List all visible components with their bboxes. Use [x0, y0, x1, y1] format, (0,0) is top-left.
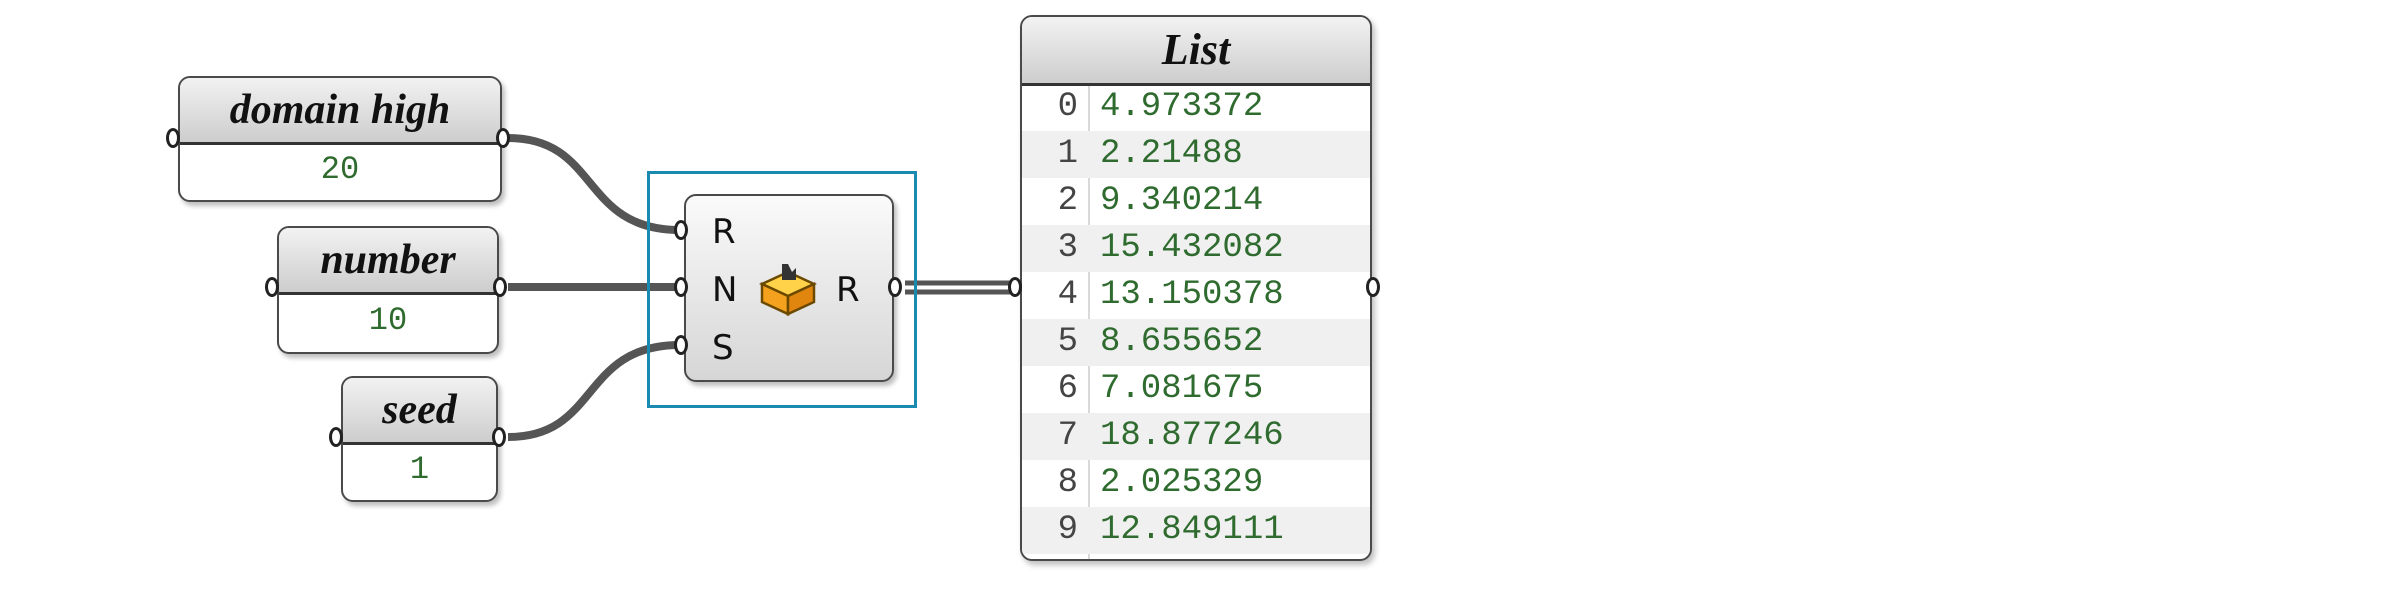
output-grip-r[interactable] [888, 277, 902, 297]
port-label-input-s: S [712, 328, 734, 368]
list-item: 6 7.081675 [1022, 366, 1370, 413]
domain-high-param[interactable]: domain high 20 [178, 76, 502, 202]
row-value: 2.025329 [1100, 464, 1264, 502]
input-grip-n[interactable] [674, 277, 688, 297]
panel-title: List [1022, 17, 1370, 86]
port-label-output-r: R [836, 270, 860, 310]
random-icon [759, 264, 817, 316]
row-value: 9.340214 [1100, 182, 1264, 220]
param-title: number [279, 228, 497, 295]
selection-box [647, 171, 917, 408]
list-item: 3 15.432082 [1022, 225, 1370, 272]
row-index: 9 [1057, 511, 1078, 549]
row-index: 6 [1057, 370, 1078, 408]
list-item: 9 12.849111 [1022, 507, 1370, 554]
random-component[interactable]: R N S R [684, 194, 894, 382]
input-grip[interactable] [166, 128, 180, 148]
param-value: 10 [368, 302, 408, 339]
list-item: 5 8.655652 [1022, 319, 1370, 366]
panel-input-grip[interactable] [1008, 277, 1022, 297]
port-label-input-r: R [712, 212, 736, 252]
list-item: 2 9.340214 [1022, 178, 1370, 225]
list-item: 7 18.877246 [1022, 413, 1370, 460]
row-index: 1 [1057, 135, 1078, 173]
wire-output [905, 280, 1012, 295]
output-grip[interactable] [496, 128, 510, 148]
row-value: 15.432082 [1100, 229, 1284, 267]
list-item: 1 2.21488 [1022, 131, 1370, 178]
row-value: 2.21488 [1100, 135, 1243, 173]
row-value: 8.655652 [1100, 323, 1264, 361]
row-value: 13.150378 [1100, 276, 1284, 314]
param-title: seed [343, 378, 496, 445]
row-index: 4 [1057, 276, 1078, 314]
row-index: 2 [1057, 182, 1078, 220]
number-param[interactable]: number 10 [277, 226, 499, 354]
row-index: 3 [1057, 229, 1078, 267]
row-value: 18.877246 [1100, 417, 1284, 455]
row-index: 5 [1057, 323, 1078, 361]
row-index: 8 [1057, 464, 1078, 502]
seed-param[interactable]: seed 1 [341, 376, 498, 502]
param-title: domain high [180, 78, 500, 145]
input-grip[interactable] [265, 277, 279, 297]
input-grip-s[interactable] [674, 335, 688, 355]
row-value: 12.849111 [1100, 511, 1284, 549]
row-value: 7.081675 [1100, 370, 1264, 408]
panel-output-grip[interactable] [1366, 277, 1380, 297]
list-item: 4 13.150378 [1022, 272, 1370, 319]
list-panel[interactable]: List 0 4.973372 1 2.21488 2 9.340214 3 1… [1020, 15, 1372, 561]
row-index: 0 [1057, 88, 1078, 126]
row-index: 7 [1057, 417, 1078, 455]
port-label-input-n: N [712, 270, 738, 310]
param-value: 20 [320, 151, 360, 188]
output-grip[interactable] [493, 277, 507, 297]
output-grip[interactable] [492, 427, 506, 447]
input-grip-r[interactable] [674, 220, 688, 240]
input-grip[interactable] [329, 427, 343, 447]
list-item: 8 2.025329 [1022, 460, 1370, 507]
row-value: 4.973372 [1100, 88, 1264, 126]
list-item: 0 4.973372 [1022, 84, 1370, 131]
param-value: 1 [409, 451, 430, 488]
